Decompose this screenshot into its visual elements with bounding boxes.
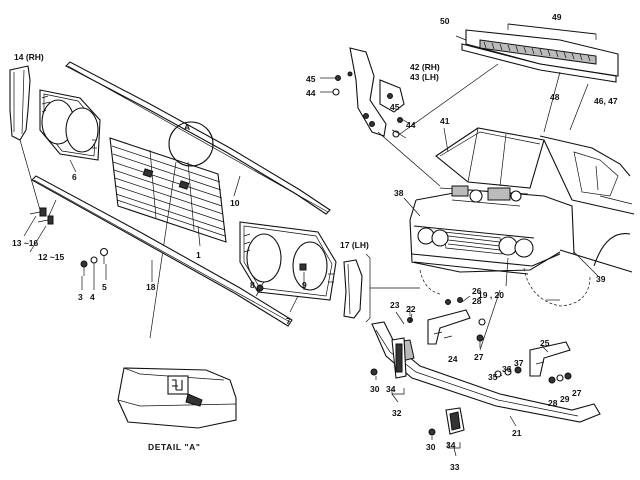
- part-48-cowl-top-grille: [455, 23, 619, 83]
- part-24-bumper-bracket: [427, 295, 471, 345]
- label-50: 50: [440, 16, 450, 26]
- label-27-upper: 27: [474, 352, 484, 362]
- detail-a-drawing: [117, 367, 237, 429]
- label-7: 7: [286, 316, 291, 326]
- label-5: 5: [102, 282, 107, 292]
- label-30-lower: 30: [426, 442, 436, 452]
- label-38: 38: [394, 188, 404, 198]
- label-1: 1: [196, 250, 201, 260]
- label-45-upper: 45: [306, 74, 316, 84]
- label-6: 6: [72, 172, 77, 182]
- car-body: [409, 127, 635, 307]
- label-37: 37: [514, 358, 524, 368]
- part-33-bumper-guard: [445, 407, 465, 435]
- label-9: 9: [302, 280, 307, 290]
- label-28-upper: 28: [472, 296, 482, 306]
- part-1-grille: [109, 137, 227, 243]
- label-28-lower: 28: [548, 398, 558, 408]
- part-14-side-trim: [9, 65, 31, 141]
- label-44-upper: 44: [306, 88, 316, 98]
- label-46-47: 46, 47: [594, 96, 618, 106]
- label-34-upper: 34: [386, 384, 396, 394]
- part-17-connector-line: [365, 253, 420, 323]
- label-34-lower: 34: [446, 440, 456, 450]
- label-36: 36: [502, 364, 512, 374]
- label-41: 41: [440, 116, 450, 126]
- part-42-43-hood-hinge: [349, 47, 405, 137]
- label-49: 49: [552, 12, 562, 22]
- label-12-15: 12 ~15: [38, 252, 65, 262]
- label-detail-a: DETAIL "A": [148, 442, 200, 452]
- part-18-lower-molding: [31, 175, 293, 327]
- part-32-bumper-guard: [391, 337, 407, 379]
- label-4: 4: [90, 292, 95, 302]
- part-6-headlamp-bezel-rh: [39, 89, 101, 161]
- label-22: 22: [406, 304, 416, 314]
- leader-lines-bumper: [375, 311, 549, 457]
- label-8: 8: [250, 280, 255, 290]
- label-42-rh: 42 (RH): [410, 62, 440, 72]
- label-33: 33: [450, 462, 460, 472]
- label-24: 24: [448, 354, 458, 364]
- part-17-side-trim: [343, 259, 363, 319]
- label-19-20: 19 , 20: [478, 290, 504, 300]
- label-13-16: 13 ~16: [12, 238, 39, 248]
- label-10: 10: [230, 198, 240, 208]
- label-45-lower: 45: [390, 102, 400, 112]
- label-26: 26: [472, 286, 482, 296]
- label-detail-a-callout: A: [184, 122, 190, 132]
- fasteners-left: [19, 139, 265, 292]
- part-25-bumper-bracket: [529, 341, 571, 377]
- label-30-upper: 30: [370, 384, 380, 394]
- label-27-lower: 27: [572, 388, 582, 398]
- leader-lines-left: [23, 159, 305, 313]
- label-14: 14 (RH): [14, 52, 44, 62]
- label-44-lower: 44: [406, 120, 416, 130]
- part-10-upper-molding: [65, 61, 331, 215]
- label-39: 39: [596, 274, 606, 284]
- label-18: 18: [146, 282, 156, 292]
- label-43-lh: 43 (LH): [410, 72, 439, 82]
- label-3: 3: [78, 292, 83, 302]
- label-48: 48: [550, 92, 560, 102]
- leader-lines-right: [377, 63, 599, 351]
- fasteners-bumper: [370, 306, 572, 436]
- fasteners-hinge-upper: [320, 71, 353, 96]
- label-17-lh: 17 (LH): [340, 240, 369, 250]
- label-29: 29: [560, 394, 570, 404]
- label-23: 23: [390, 300, 400, 310]
- label-32: 32: [392, 408, 402, 418]
- part-7-headlamp-bezel-lh: [239, 221, 337, 301]
- label-21: 21: [512, 428, 522, 438]
- label-25: 25: [540, 338, 550, 348]
- label-35: 35: [488, 372, 498, 382]
